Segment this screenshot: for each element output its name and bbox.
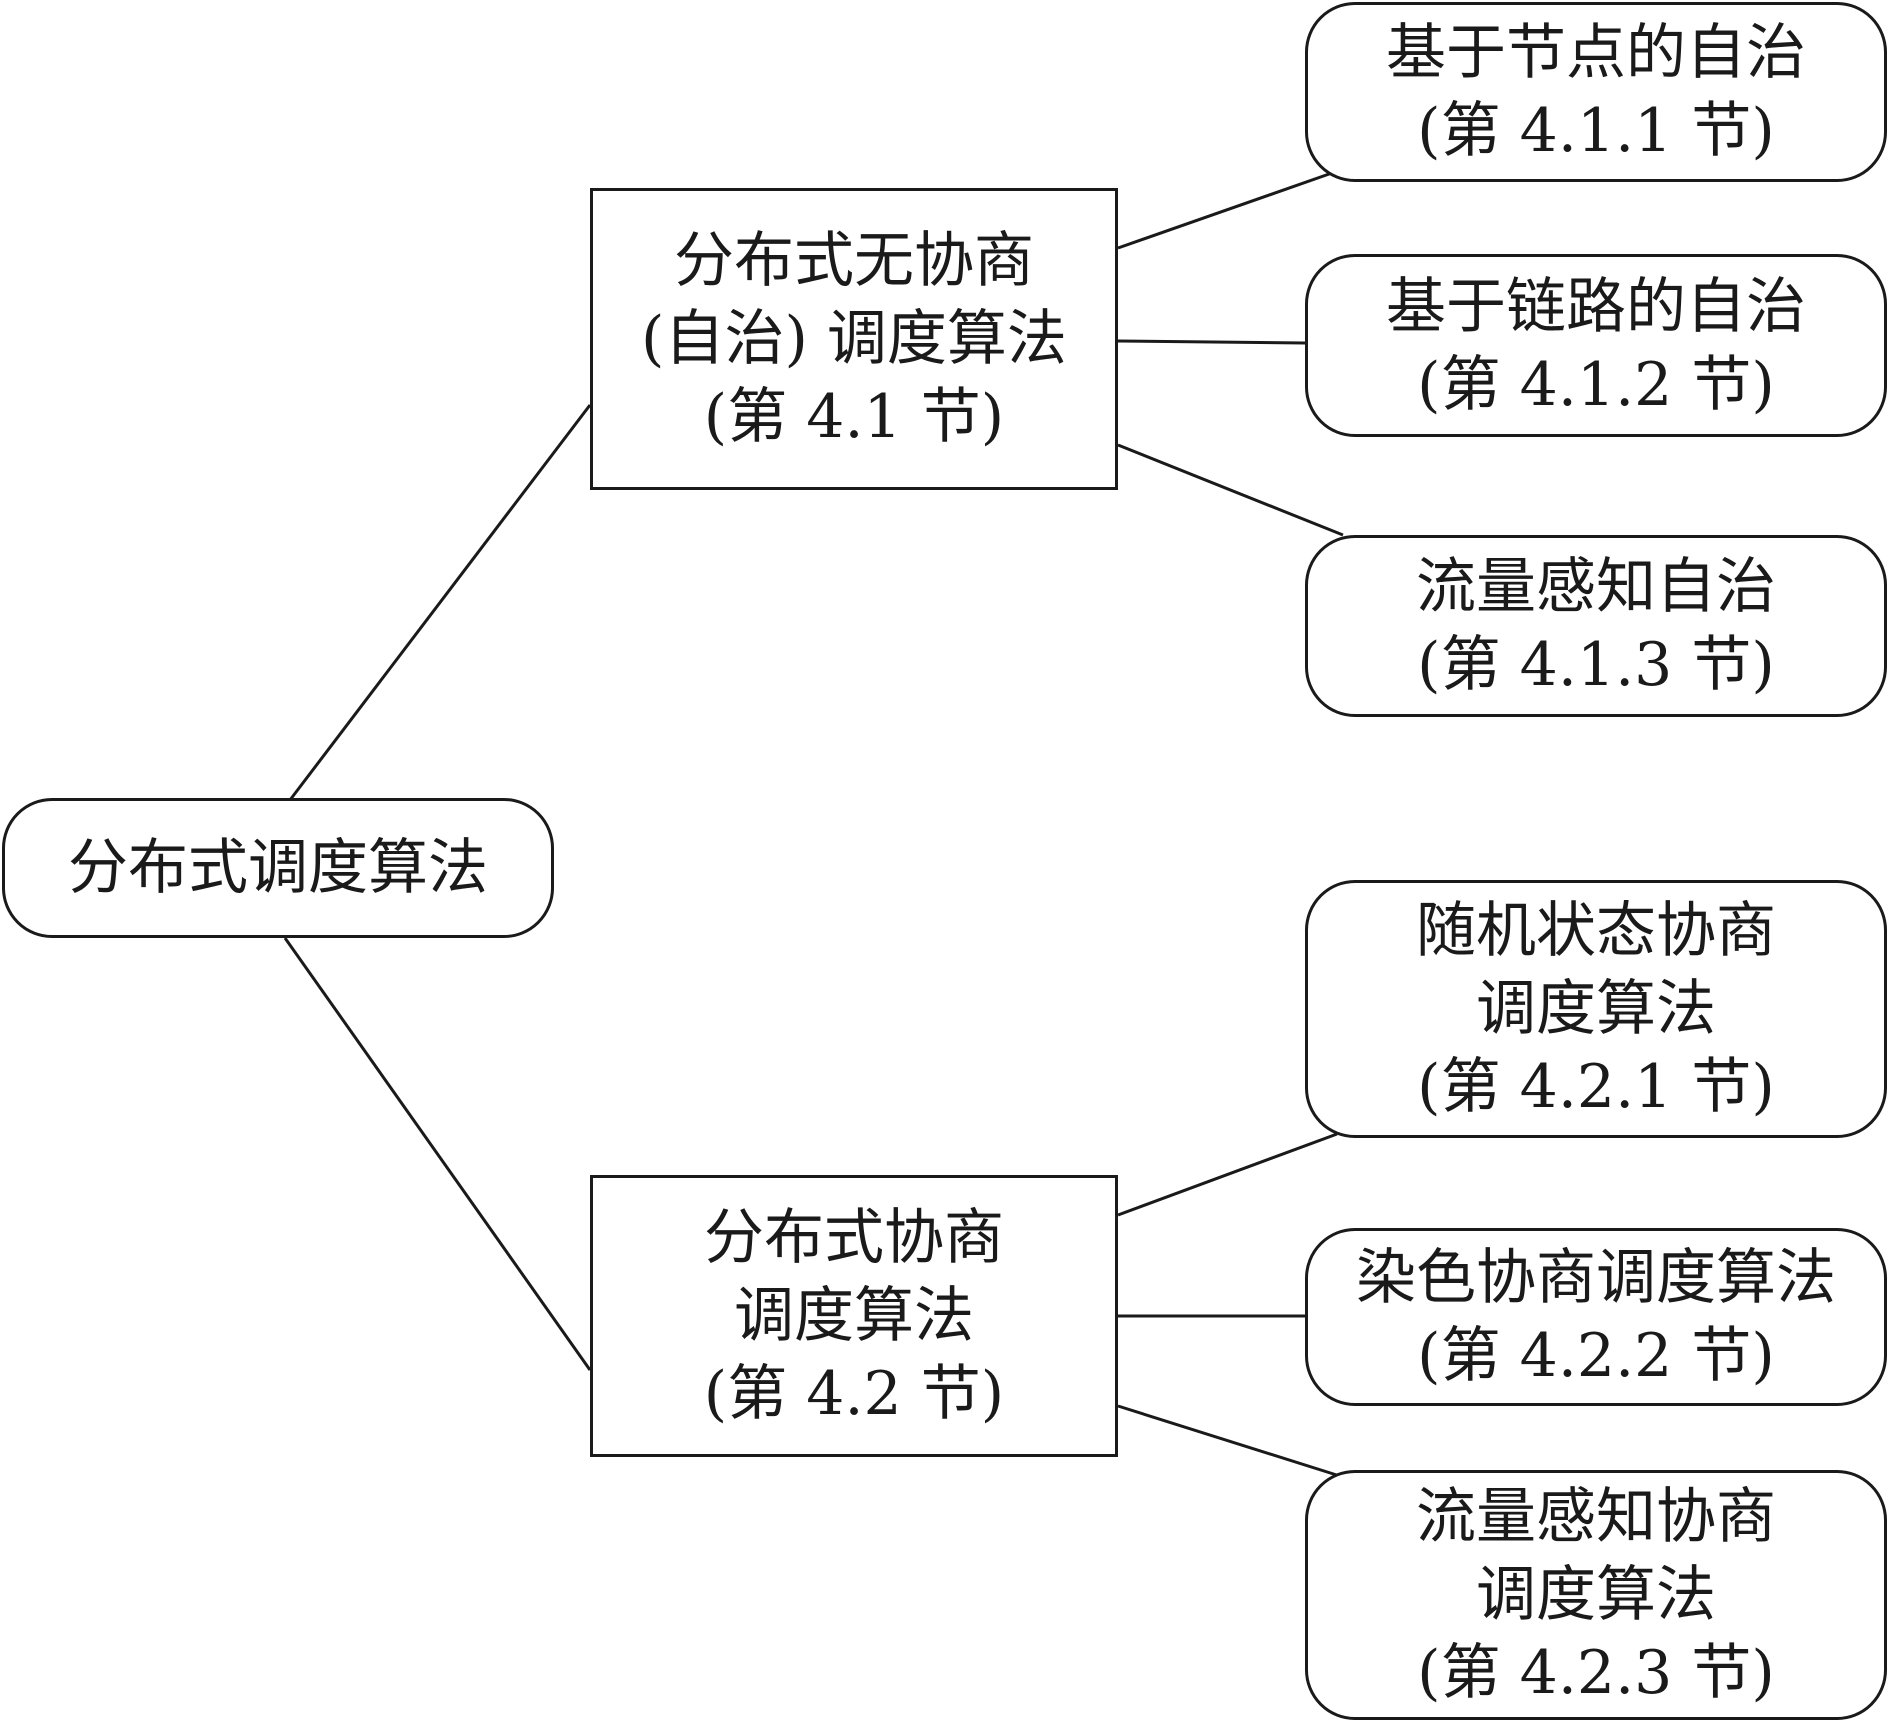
leaf-node-1-2: 基于链路的自治 (第 4.1.2 节) [1305, 254, 1887, 437]
leaf-node-2-3: 流量感知协商 调度算法 (第 4.2.3 节) [1305, 1470, 1887, 1720]
leaf-2-3-line-2: 调度算法 [1476, 1560, 1716, 1630]
edge-root-branch-1 [288, 404, 592, 801]
leaf-node-1-3: 流量感知自治 (第 4.1.3 节) [1305, 535, 1887, 717]
leaf-2-1-line-3: (第 4.2.1 节) [1417, 1052, 1775, 1122]
leaf-1-1-line-1: 基于节点的自治 [1386, 18, 1806, 88]
branch-node-1: 分布式无协商 (自治) 调度算法 (第 4.1 节) [590, 188, 1118, 490]
root-node: 分布式调度算法 [2, 798, 554, 938]
leaf-1-3-line-2: (第 4.1.3 节) [1417, 630, 1775, 700]
edge-branch-1-child-1 [1117, 171, 1333, 250]
edge-branch-1-child-2 [1117, 339, 1306, 345]
branch-2-line-2: 调度算法 [734, 1281, 974, 1351]
leaf-1-3-line-1: 流量感知自治 [1416, 552, 1776, 622]
leaf-2-1-line-2: 调度算法 [1476, 974, 1716, 1044]
branch-node-2: 分布式协商 调度算法 (第 4.2 节) [590, 1175, 1118, 1457]
branch-1-line-1: 分布式无协商 [674, 226, 1034, 296]
leaf-2-2-line-1: 染色协商调度算法 [1356, 1243, 1836, 1313]
leaf-node-2-2: 染色协商调度算法 (第 4.2.2 节) [1305, 1228, 1887, 1406]
edge-branch-1-child-3 [1117, 443, 1344, 537]
leaf-2-3-line-1: 流量感知协商 [1416, 1482, 1776, 1552]
edge-root-branch-2 [283, 937, 592, 1371]
leaf-1-1-line-2: (第 4.1.1 节) [1417, 96, 1775, 166]
leaf-1-2-line-1: 基于链路的自治 [1386, 271, 1806, 342]
branch-2-line-3: (第 4.2 节) [703, 1359, 1005, 1429]
leaf-node-2-1: 随机状态协商 调度算法 (第 4.2.1 节) [1305, 880, 1887, 1138]
root-node-label: 分布式调度算法 [68, 833, 488, 903]
edge-branch-2-child-1 [1117, 1132, 1338, 1217]
edge-branch-2-child-3 [1117, 1404, 1344, 1479]
leaf-1-2-line-2: (第 4.1.2 节) [1417, 349, 1775, 420]
leaf-2-3-line-3: (第 4.2.3 节) [1417, 1638, 1775, 1708]
branch-1-line-2: (自治) 调度算法 [641, 304, 1067, 374]
leaf-2-1-line-1: 随机状态协商 [1416, 896, 1776, 966]
leaf-2-2-line-2: (第 4.2.2 节) [1417, 1321, 1775, 1391]
branch-1-line-3: (第 4.1 节) [703, 382, 1005, 452]
branch-2-line-1: 分布式协商 [704, 1203, 1004, 1273]
leaf-node-1-1: 基于节点的自治 (第 4.1.1 节) [1305, 2, 1887, 182]
